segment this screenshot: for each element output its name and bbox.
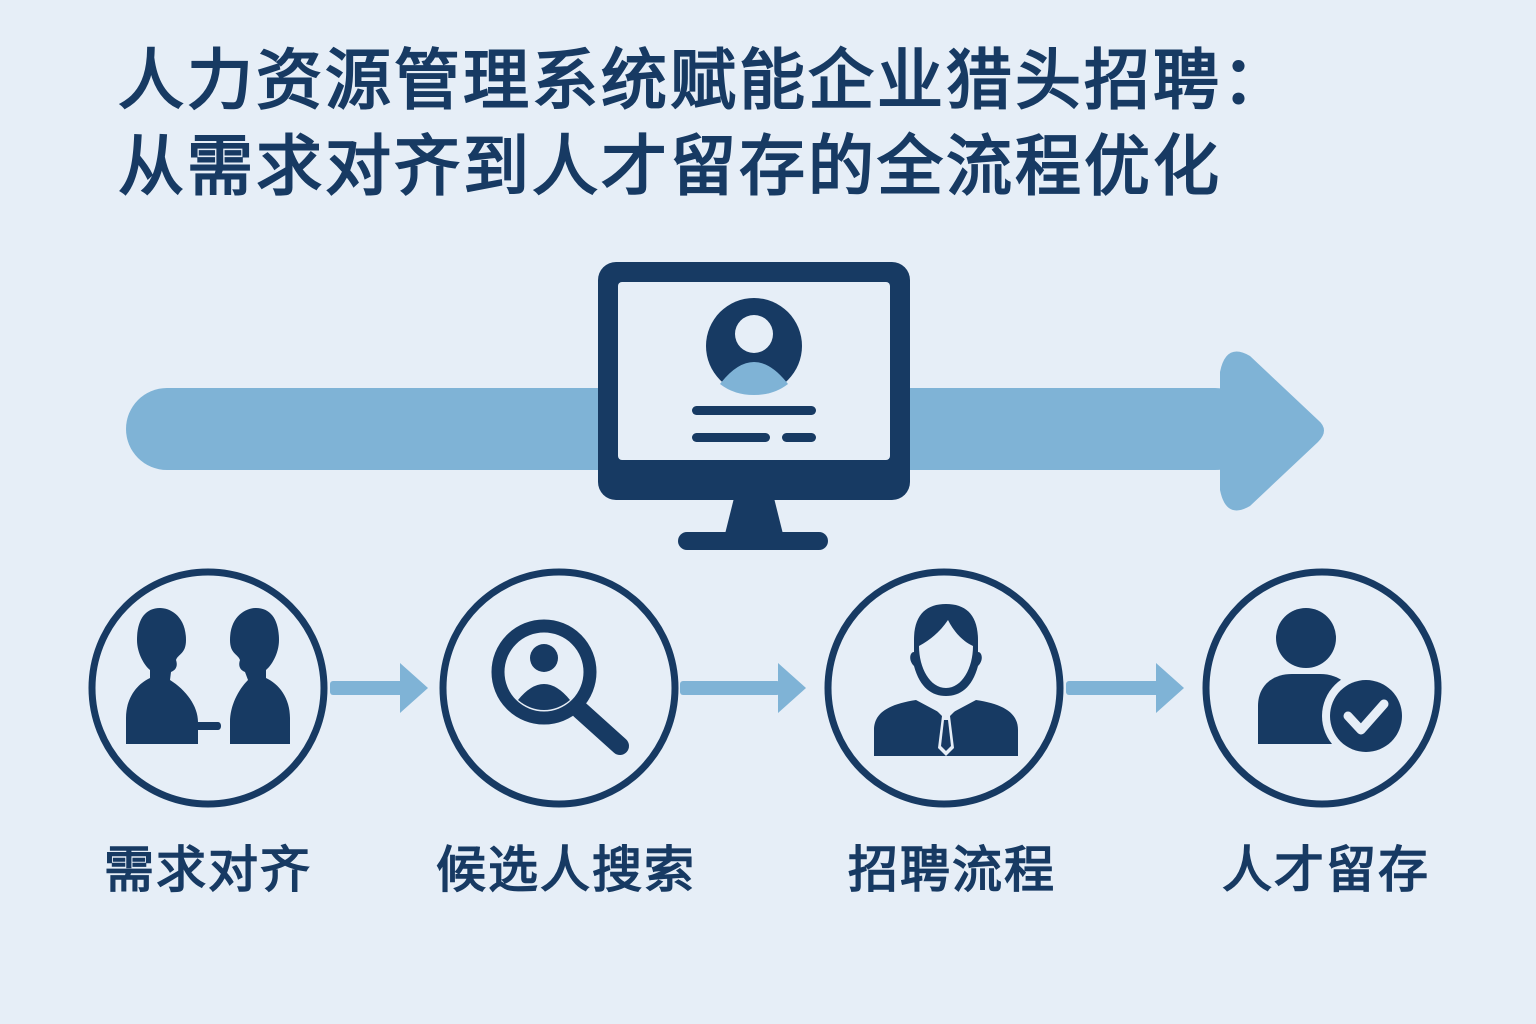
monitor-profile-icon (598, 262, 910, 550)
profile-avatar-icon (706, 298, 802, 395)
two-people-facing-icon (126, 608, 290, 744)
step-3-recruitment-process (824, 568, 1064, 808)
profile-text-lines (692, 406, 816, 442)
step-label-talent-retention: 人才留存 (1222, 841, 1430, 899)
title-line-2: 从需求对齐到人才留存的全流程优化 (118, 128, 1222, 205)
step-label-need-alignment: 需求对齐 (104, 841, 312, 899)
step-4-talent-retention (1202, 568, 1442, 808)
person-checkmark-icon (1258, 608, 1410, 760)
magnifier-person-icon (491, 619, 629, 755)
flow-arrow-3 (1066, 663, 1184, 713)
businessman-icon (874, 604, 1018, 756)
flow-arrow-2 (680, 663, 806, 713)
title-line-1: 人力资源管理系统赋能企业猎头招聘： (118, 42, 1291, 119)
flow-arrow-1 (330, 663, 428, 713)
step-label-recruitment-process: 招聘流程 (848, 841, 1056, 899)
step-label-candidate-search: 候选人搜索 (436, 841, 696, 899)
step-2-candidate-search (439, 568, 679, 808)
step-1-need-alignment (88, 568, 328, 808)
page-title: 人力资源管理系统赋能企业猎头招聘： 从需求对齐到人才留存的全流程优化 (118, 38, 1291, 210)
